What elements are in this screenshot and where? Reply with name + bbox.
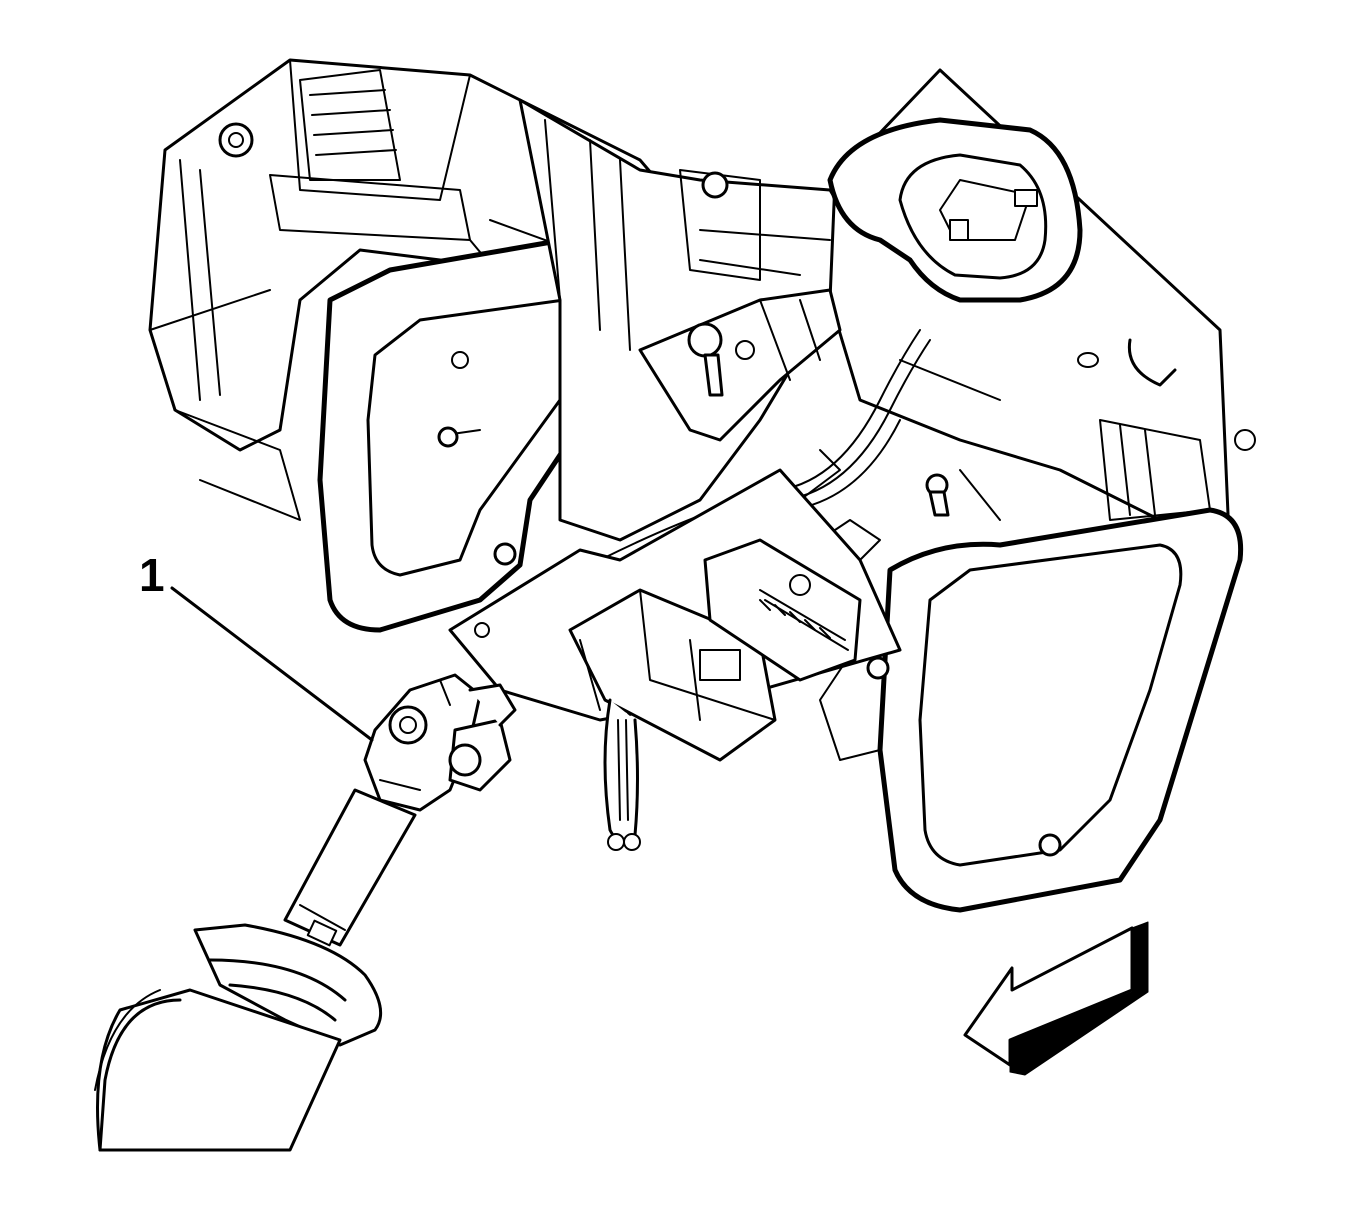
electrical-connector-large — [568, 588, 777, 762]
callout-leader-line — [170, 586, 374, 742]
callout-label-1: 1 — [139, 549, 165, 601]
harness-lead — [603, 698, 641, 851]
mounting-plate — [638, 288, 842, 442]
intermediate-shaft — [283, 788, 417, 947]
forward-direction-arrow — [963, 921, 1149, 1076]
mounting-bracket-right — [819, 419, 1256, 913]
electrical-connector-small — [703, 538, 862, 682]
center-column-housing — [518, 98, 862, 542]
intermediate-shaft-universal-joint — [363, 673, 517, 812]
steering-gear-boot — [94, 923, 383, 1152]
upper-column-shroud — [827, 68, 1232, 562]
